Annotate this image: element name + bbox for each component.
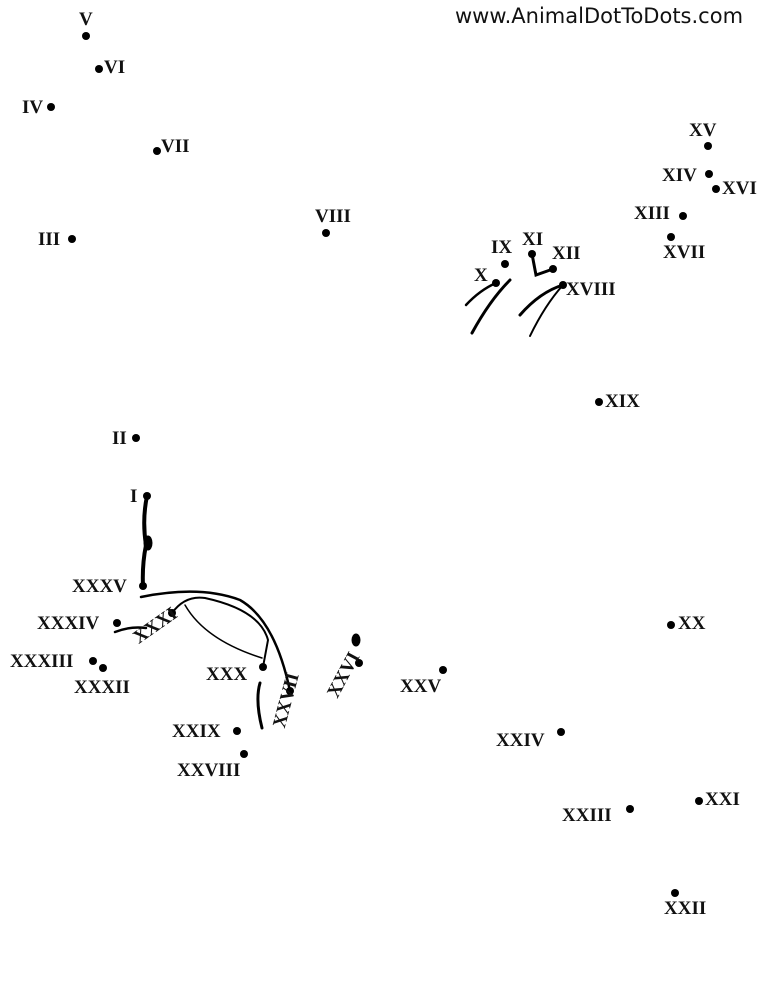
dot-label: XIX xyxy=(605,391,640,412)
dot-point xyxy=(95,65,103,73)
dot-point xyxy=(143,492,151,500)
dot-label: VIII xyxy=(315,206,351,227)
dot-point xyxy=(89,657,97,665)
dot-point xyxy=(679,212,687,220)
dot-label: XX xyxy=(678,613,706,634)
dot-point xyxy=(626,805,634,813)
dot-point xyxy=(68,235,76,243)
dot-label: VII xyxy=(161,136,190,157)
dot-label: XXXIV xyxy=(37,613,100,634)
dot-point xyxy=(47,103,55,111)
dot-label: XXXII xyxy=(74,677,130,698)
dot-label: XXV xyxy=(400,676,442,697)
dot-point xyxy=(153,147,161,155)
dot-point xyxy=(82,32,90,40)
dot-label: XXXIII xyxy=(10,651,74,672)
dot-point xyxy=(528,250,536,258)
dot-label: II xyxy=(112,428,127,449)
site-url: www.AnimalDotToDots.com xyxy=(455,4,744,28)
dot-label: VI xyxy=(104,57,126,78)
dot-label: IV xyxy=(22,97,44,118)
dot-label: XVI xyxy=(722,178,757,199)
dot-label: XXIX xyxy=(172,721,221,742)
dot-point xyxy=(595,398,603,406)
dot-label: XIV xyxy=(662,165,697,186)
dot-point xyxy=(113,619,121,627)
dot-point xyxy=(355,659,363,667)
dot-label: XXXV xyxy=(72,576,127,597)
dot-point xyxy=(168,609,176,617)
dot-point xyxy=(557,728,565,736)
dot-point xyxy=(139,582,147,590)
dot-label: XXI xyxy=(705,789,740,810)
dot-label: XVII xyxy=(663,242,706,263)
dot-point xyxy=(233,727,241,735)
dot-point xyxy=(559,281,567,289)
dot-point xyxy=(712,185,720,193)
dot-label: XVIII xyxy=(566,279,616,300)
dot-point xyxy=(501,260,509,268)
dot-point xyxy=(671,889,679,897)
dot-label: X xyxy=(474,265,488,286)
dot-point xyxy=(132,434,140,442)
dot-label: XXIII xyxy=(562,805,612,826)
dot-point xyxy=(667,233,675,241)
dot-point xyxy=(439,666,447,674)
dot-point xyxy=(705,170,713,178)
dot-label: III xyxy=(38,229,61,250)
dot-label: V xyxy=(79,9,93,30)
dot-point xyxy=(492,279,500,287)
dot-label: XXVIII xyxy=(177,760,241,781)
dot-label: XII xyxy=(552,243,581,264)
dot-label: XV xyxy=(689,120,717,141)
dot-label: XXX xyxy=(206,664,248,685)
dot-point xyxy=(704,142,712,150)
dot-label: XIII xyxy=(634,203,670,224)
dot-point xyxy=(286,687,294,695)
dot-label: XI xyxy=(522,229,544,250)
dot-label: XXII xyxy=(664,898,707,919)
dot-label: XXIV xyxy=(496,730,545,751)
dot-point xyxy=(99,664,107,672)
dot-point xyxy=(259,663,267,671)
dot-point xyxy=(322,229,330,237)
dot-point xyxy=(549,265,557,273)
dot-point xyxy=(667,621,675,629)
dot-label: I xyxy=(130,486,138,507)
dot-point xyxy=(695,797,703,805)
dot-point xyxy=(240,750,248,758)
dot-label: IX xyxy=(491,237,513,258)
